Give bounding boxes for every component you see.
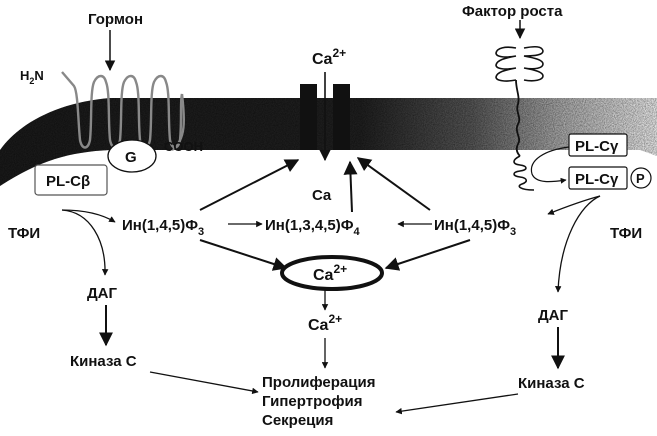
cytosol-ca-label: Ca2+ bbox=[308, 312, 342, 334]
plc-beta-box bbox=[34, 164, 108, 196]
outcome-secretion: Секреция bbox=[262, 412, 333, 429]
hormone-label: Гормон bbox=[88, 11, 143, 28]
ip4-to-channel-arrow bbox=[343, 160, 358, 213]
plc-gamma-p-box bbox=[568, 166, 628, 190]
plc-gamma-label: PL-Cγ bbox=[575, 138, 619, 155]
outcome-proliferation: Пролиферация bbox=[262, 374, 375, 391]
plc-gamma-p-label: PL-Cγ bbox=[575, 171, 619, 188]
phosphate-circle bbox=[630, 167, 652, 189]
pkc-left-to-outcome-arrow bbox=[149, 371, 259, 395]
plcg-to-ip3-arrow bbox=[547, 195, 601, 215]
cell-membrane bbox=[0, 98, 657, 186]
channel-ca-label: Ca2+ bbox=[312, 46, 346, 68]
n-terminus-label: H2N bbox=[20, 68, 44, 86]
g-protein-oval bbox=[107, 139, 157, 173]
center-ca-label: Ca bbox=[312, 187, 332, 204]
plc-gamma-activation-arrow bbox=[530, 146, 570, 184]
growth-factor-label: Фактор роста bbox=[462, 3, 563, 20]
tfi-right-label: ТФИ bbox=[610, 225, 642, 242]
pkc-left-label: Киназа С bbox=[70, 353, 137, 370]
gpcr-receptor bbox=[61, 71, 186, 151]
dag-right-label: ДАГ bbox=[538, 307, 569, 324]
ip3-left-to-store-arrow bbox=[199, 239, 288, 271]
g-protein-label: G bbox=[125, 149, 137, 166]
tfi-right-to-dag-arrow bbox=[554, 195, 601, 293]
ip3-right-label: Ин(1,4,5)Ф3 bbox=[434, 217, 516, 238]
dag-left-label: ДАГ bbox=[87, 285, 118, 302]
plc-beta-label: PL-Cβ bbox=[46, 173, 90, 190]
cooh-label: COOH bbox=[164, 139, 203, 154]
rtk-receptor bbox=[495, 45, 544, 191]
calcium-store bbox=[280, 255, 384, 291]
tfi-left-to-dag-arrow bbox=[61, 209, 109, 276]
ip3-right-to-store-arrow bbox=[384, 239, 471, 271]
phosphate-label: P bbox=[636, 171, 645, 186]
store-ca-label: Ca2+ bbox=[313, 262, 347, 284]
tfi-left-label: ТФИ bbox=[8, 225, 40, 242]
pkc-right-label: Киназа С bbox=[518, 375, 585, 392]
outcome-hypertrophy: Гипертрофия bbox=[262, 393, 363, 410]
plc-gamma-box bbox=[568, 133, 628, 157]
ip4-label: Ин(1,3,4,5)Ф4 bbox=[265, 217, 361, 238]
pkc-right-to-outcome-arrow bbox=[395, 393, 519, 415]
calcium-channel bbox=[300, 84, 350, 150]
plcb-to-ip3-arrow bbox=[61, 209, 116, 223]
ip3-left-to-channel-arrow bbox=[199, 159, 300, 211]
ip3-right-to-channel-arrow bbox=[356, 157, 431, 211]
ip3-left-label: Ин(1,4,5)Ф3 bbox=[122, 217, 204, 238]
